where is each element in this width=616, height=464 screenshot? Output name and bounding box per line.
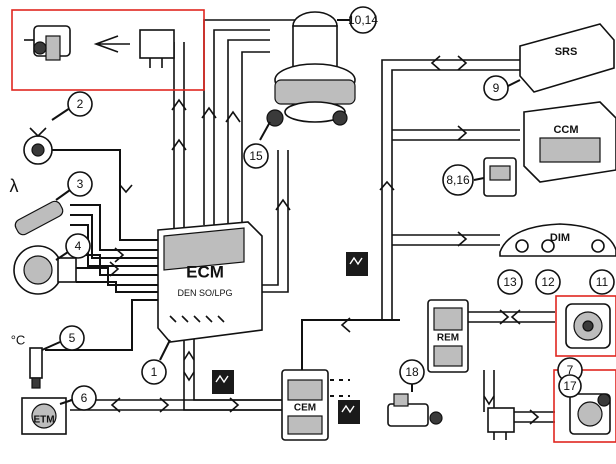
svg-text:3: 3 [77, 177, 84, 191]
svg-text:5: 5 [69, 331, 76, 345]
ccm-module: CCM [524, 102, 616, 182]
svg-text:9: 9 [493, 81, 500, 95]
callout-10-14: 10,14 [337, 7, 378, 33]
ccm-label: CCM [553, 124, 578, 136]
component-17 [570, 394, 610, 434]
svg-text:2: 2 [77, 97, 84, 111]
dim-label: DIM [550, 232, 570, 244]
diagnostic-symbol-2 [338, 400, 360, 424]
svg-text:17: 17 [563, 379, 577, 393]
srs-label: SRS [555, 46, 578, 58]
lambda-probe: λ [10, 176, 65, 237]
knock-sensor [24, 128, 52, 164]
cem-label: CEM [294, 403, 316, 414]
svg-text:12: 12 [541, 275, 555, 289]
switch-8-16 [484, 158, 516, 196]
srs-module: SRS [520, 24, 614, 92]
svg-text:10,14: 10,14 [348, 13, 378, 27]
relay [140, 30, 174, 68]
rem-module: REM [428, 300, 468, 372]
dim-instrument: DIM [500, 224, 616, 256]
svg-text:11: 11 [596, 275, 609, 289]
callout-9: 9 [484, 76, 520, 100]
etm-module: ETM [22, 398, 66, 434]
relay-bottom [488, 408, 514, 440]
ecm-module: ECM DEN SO/LPG [158, 222, 262, 342]
solenoid-valve [24, 26, 70, 60]
callout-2: 2 [52, 92, 92, 120]
svg-text:4: 4 [75, 239, 82, 253]
callout-11: 11 [590, 270, 614, 294]
callout-18: 18 [400, 360, 424, 392]
temp-symbol: °C [11, 333, 26, 348]
svg-text:18: 18 [405, 365, 419, 379]
temperature-sensor: °C [11, 333, 42, 389]
callout-1: 1 [142, 340, 170, 384]
svg-text:1: 1 [151, 365, 158, 379]
svg-text:15: 15 [249, 149, 263, 163]
ecm-variant-label: DEN SO/LPG [177, 288, 232, 298]
lambda-symbol: λ [10, 176, 19, 196]
diagnostic-symbol-1 [212, 370, 234, 394]
callout-4: 4 [56, 234, 90, 260]
etm-label: ETM [33, 415, 54, 426]
svg-text:6: 6 [81, 391, 88, 405]
cem-module: CEM [282, 370, 328, 440]
sensor-18 [388, 394, 442, 426]
svg-text:13: 13 [503, 275, 517, 289]
callout-13: 13 [498, 270, 522, 294]
callout-17: 17 [559, 375, 581, 397]
diagnostic-symbol-3 [346, 252, 368, 276]
callout-3: 3 [56, 172, 92, 200]
component-7 [566, 304, 610, 348]
callout-8-16: 8,16 [443, 165, 484, 195]
relay-arrow [96, 36, 130, 52]
rem-label: REM [437, 333, 459, 344]
callout-12: 12 [536, 270, 560, 294]
ecm-label: ECM [186, 263, 224, 282]
evap-canister [267, 12, 355, 126]
callout-5: 5 [42, 326, 84, 350]
svg-text:8,16: 8,16 [446, 173, 470, 187]
callout-15: 15 [244, 122, 270, 168]
